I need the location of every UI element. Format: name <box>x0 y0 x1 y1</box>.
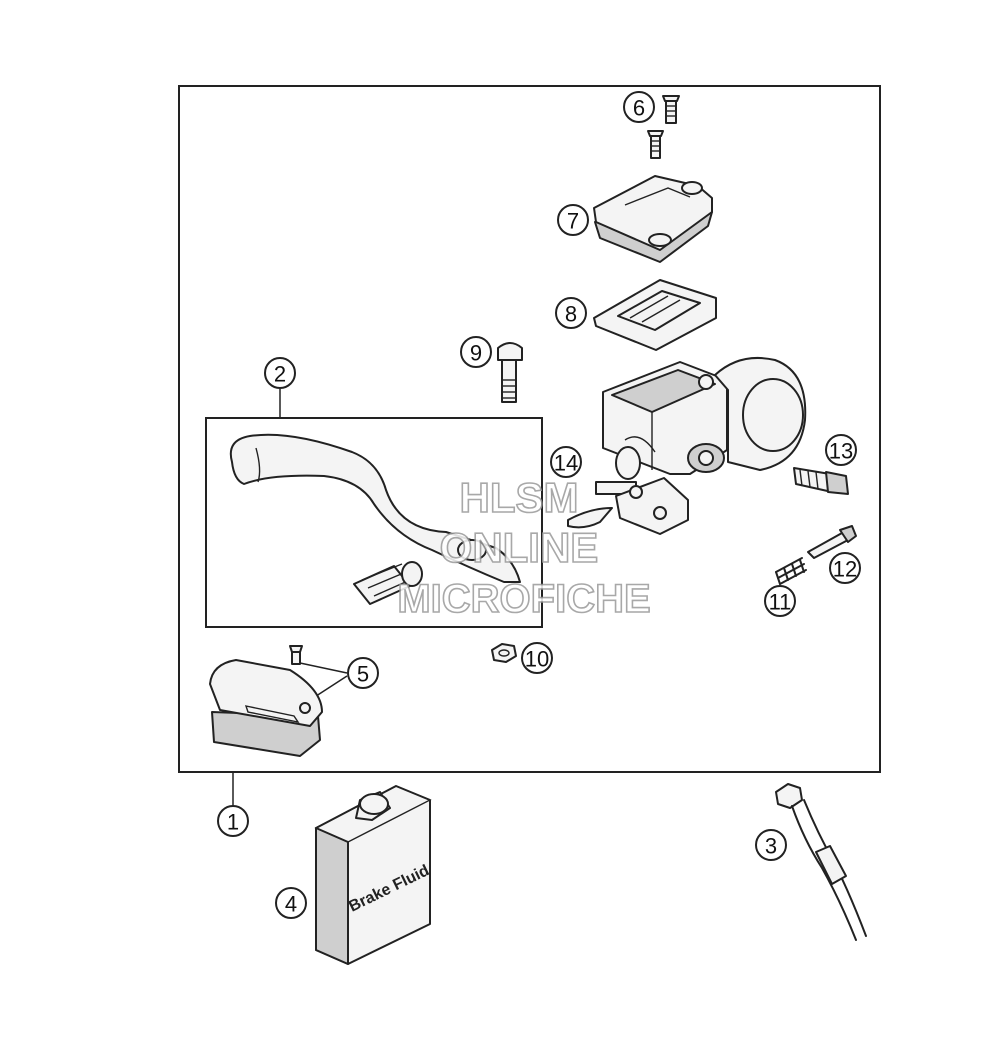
reservoir-cover-part-7 <box>593 175 713 263</box>
callout-5-label: 5 <box>357 662 369 687</box>
callout-6-label: 6 <box>633 96 645 121</box>
callout-4-label: 4 <box>285 892 297 917</box>
callout-9: 9 <box>460 336 492 368</box>
watermark-line-2: ONLINE <box>440 524 599 571</box>
callout-14-label: 14 <box>554 451 578 476</box>
callout-7: 7 <box>557 204 589 236</box>
callout-1: 1 <box>217 805 249 837</box>
watermark: HLSM ONLINE MICROFICHE <box>397 473 652 622</box>
callout-11-label: 11 <box>769 590 792 615</box>
spring-part-11 <box>775 557 807 585</box>
watermark-line-3: MICROFICHE <box>397 577 650 621</box>
lever-guard-part-5 <box>209 645 323 757</box>
banjo-bolt-part-13 <box>793 467 849 495</box>
callout-7-label: 7 <box>567 209 579 234</box>
assembly-frame <box>178 85 881 773</box>
callout-2-label: 2 <box>274 362 286 387</box>
bolt-part-9 <box>497 342 523 403</box>
nut-part-10 <box>491 643 517 663</box>
callout-4: 4 <box>275 887 307 919</box>
brake-line-part-3 <box>775 783 867 941</box>
callout-3-label: 3 <box>765 834 777 859</box>
callout-14: 14 <box>550 446 582 478</box>
callout-9-label: 9 <box>470 341 482 366</box>
lever-part-2 <box>229 433 521 605</box>
callout-10-label: 10 <box>525 647 549 672</box>
gasket-part-8 <box>593 279 717 351</box>
callout-8: 8 <box>555 297 587 329</box>
callout-1-label: 1 <box>227 810 239 835</box>
callout-8-label: 8 <box>565 302 577 327</box>
pushrod-part-14 <box>567 446 689 535</box>
callout-12-label: 12 <box>833 557 857 582</box>
callout-6: 6 <box>623 91 655 123</box>
callout-13-label: 13 <box>829 439 853 464</box>
callout-12: 12 <box>829 552 861 584</box>
callout-10: 10 <box>521 642 553 674</box>
brake-fluid-can-part-4: Brake Fluid <box>314 785 432 965</box>
master-cylinder-body <box>602 356 807 475</box>
lever-subassembly-frame <box>205 417 543 628</box>
screw-part-6 <box>647 95 680 159</box>
watermark-line-1: HLSM <box>460 474 579 521</box>
callout-3: 3 <box>755 829 787 861</box>
callout-5: 5 <box>347 657 379 689</box>
callout-2: 2 <box>264 357 296 389</box>
screw-part-12 <box>807 525 857 559</box>
callout-13: 13 <box>825 434 857 466</box>
callout-11: 11 <box>764 585 796 617</box>
